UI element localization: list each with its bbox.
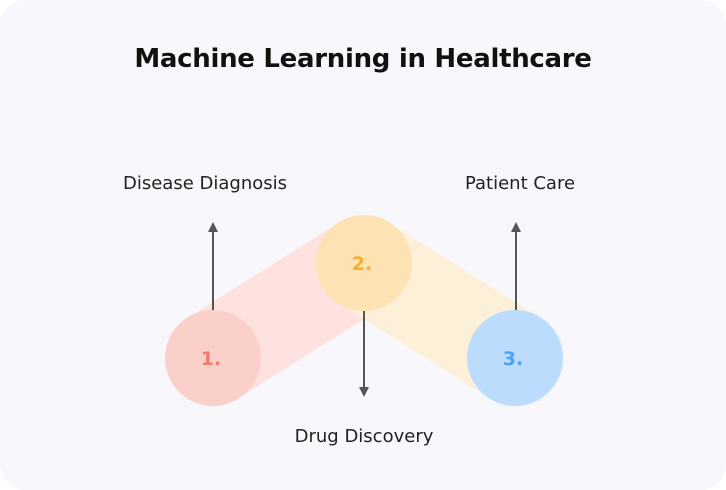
- arrow-step-2: [359, 311, 369, 397]
- step-2-label: Drug Discovery: [294, 426, 434, 447]
- arrow-step-1: [208, 222, 218, 311]
- step-3-number: 3.: [503, 348, 523, 370]
- step-1-label: Disease Diagnosis: [122, 173, 288, 194]
- step-1-number: 1.: [201, 348, 221, 370]
- arrow-step-3: [511, 222, 521, 311]
- step-2-circle: [316, 215, 412, 311]
- step-2-number: 2.: [352, 253, 372, 275]
- step-3-circle: [467, 310, 563, 406]
- step-1-circle: [165, 310, 261, 406]
- diagram-title: Machine Learning in Healthcare: [134, 44, 592, 74]
- step-3-label: Patient Care: [464, 173, 576, 194]
